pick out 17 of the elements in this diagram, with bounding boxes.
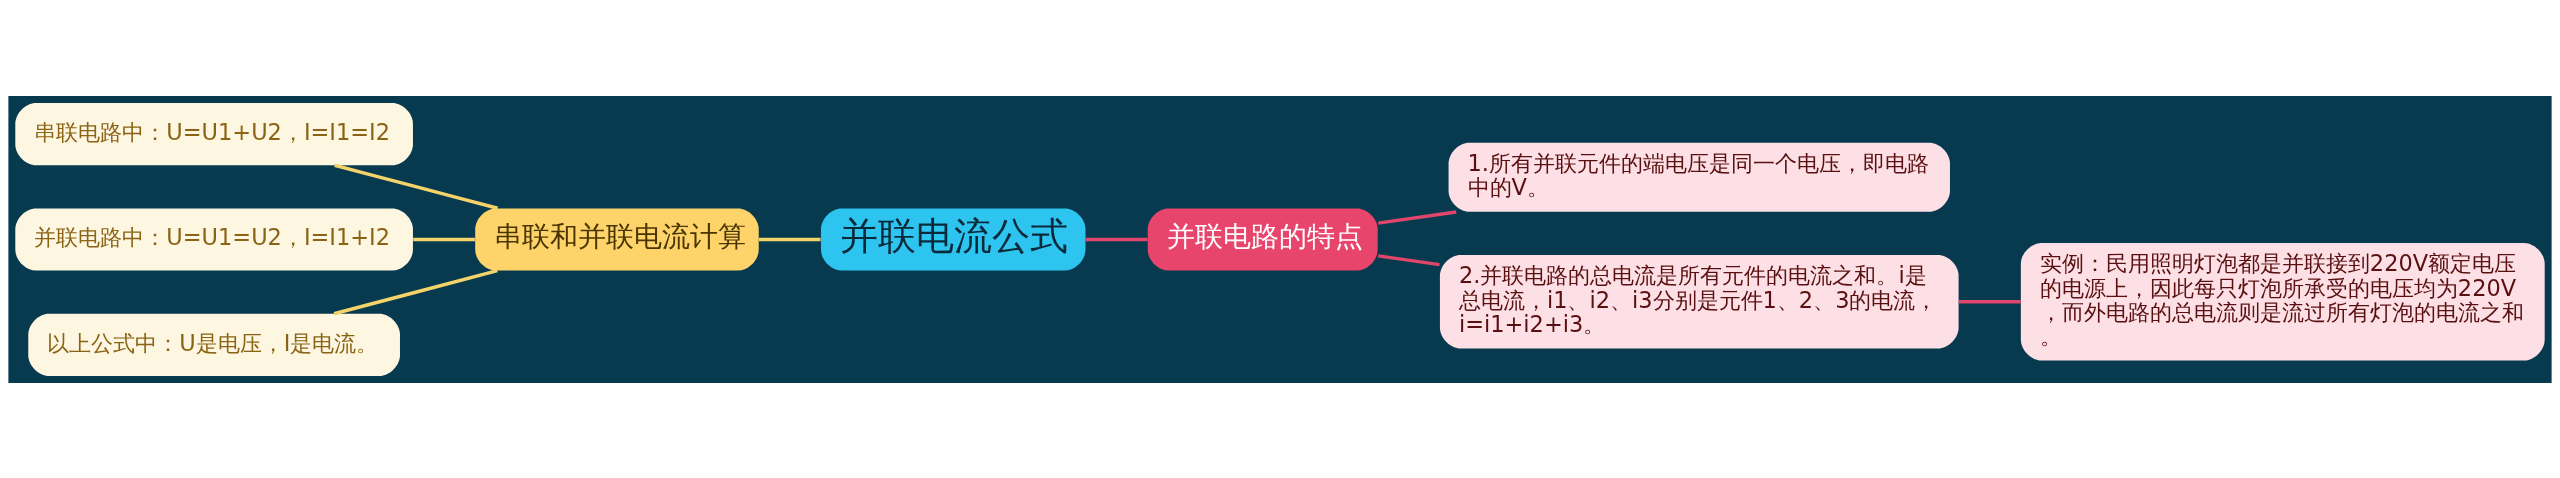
connector [758,237,821,241]
connector [333,268,498,315]
connector [334,163,498,210]
node-box: 1.所有并联元件的端电压是同一个电压，即电路中的V。 [1448,142,1950,212]
node-box: 实例：民用照明灯泡都是并联接到220V额定电压的电源上，因此每只灯泡所承受的电压均为220V，而外电路的总电流则是流过所有灯泡的电流之和。 [2020,242,2545,360]
connector [1378,253,1440,266]
node-box: 并联电流公式 [820,207,1086,271]
node-box: 串联和并联电流计算 [475,207,759,271]
node-box: 并联电路的特点 [1147,207,1378,271]
connector [1085,237,1148,241]
node-box: 并联电路中：U=U1=U2，I=I1+I2 [15,207,413,271]
connector [1958,299,2021,303]
node-box: 串联电路中：U=U1+U2，I=I1=I2 [15,102,413,165]
connector [413,237,475,241]
connector [1378,209,1457,225]
node-box: 2.并联电路的总电流是所有元件的电流之和。i是总电流，i1、i2、i3分别是元件1、2、3的电流，i=i1+i2+i3。 [1439,254,1959,348]
node-box: 以上公式中：U是电压，I是电流。 [28,313,400,376]
